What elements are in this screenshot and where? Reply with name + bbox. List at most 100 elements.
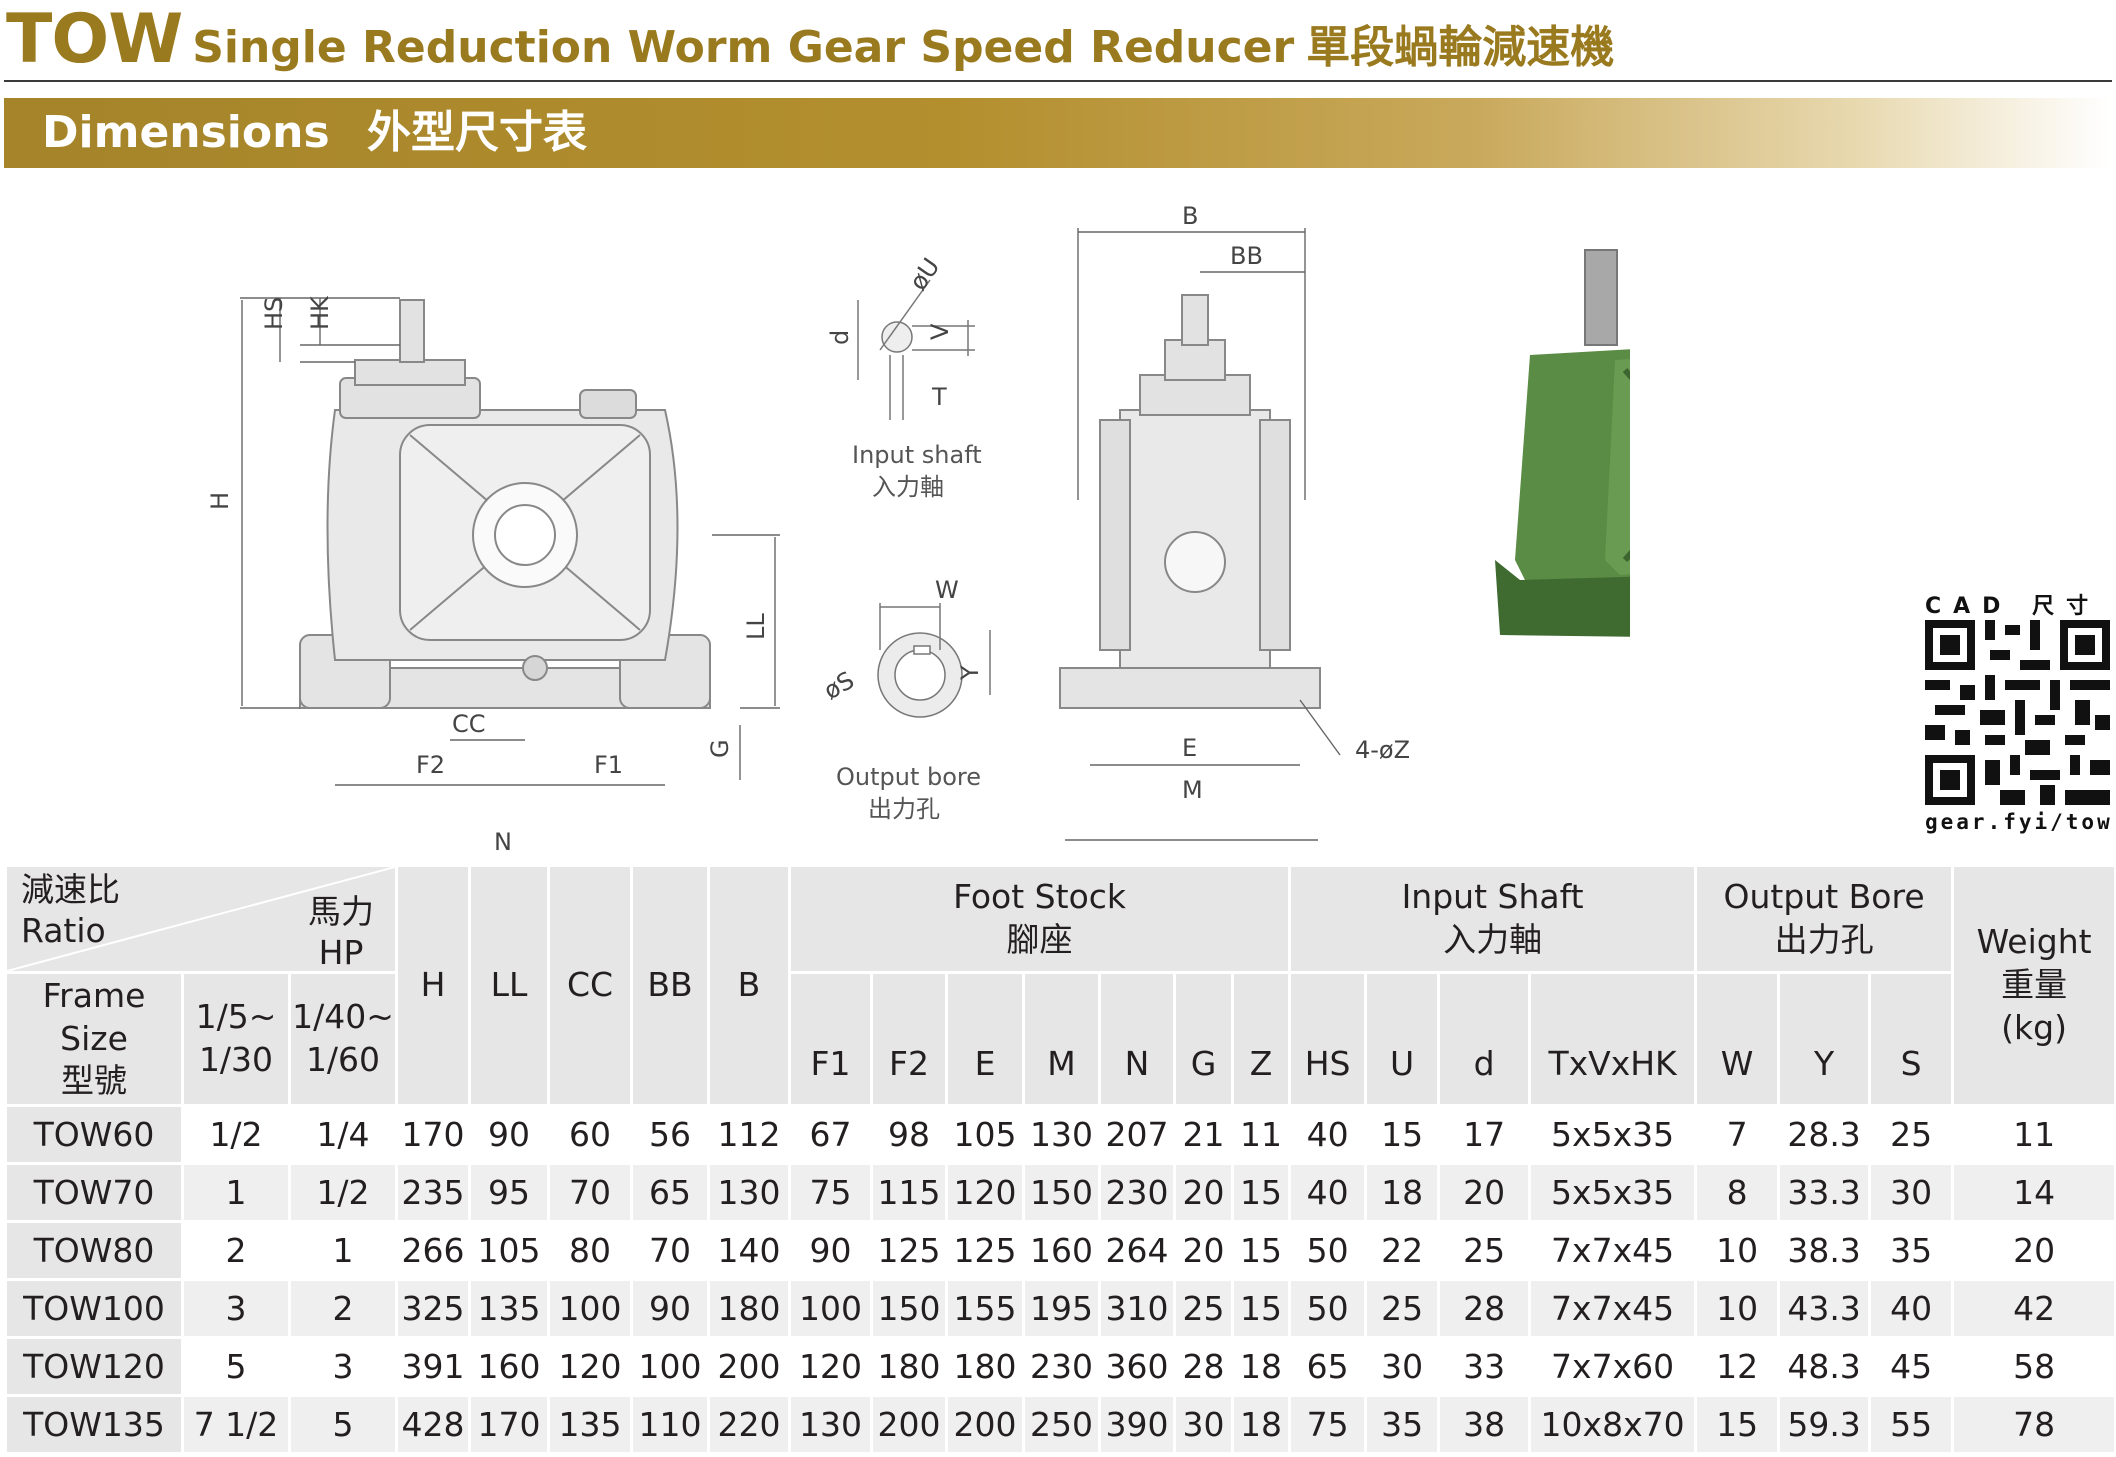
side-view-drawing: [1059, 294, 1321, 709]
output-bore-detail: [877, 603, 991, 718]
cell-bb: 110: [633, 1397, 707, 1452]
weight-en: Weight: [1976, 922, 2092, 962]
cell-f2: 115: [873, 1165, 945, 1220]
cell-hp-ratio-a: 1: [184, 1165, 288, 1220]
cell-hs: 50: [1291, 1281, 1365, 1336]
cell-hs: 65: [1291, 1339, 1365, 1394]
cell-g: 30: [1176, 1397, 1231, 1452]
cell-g: 20: [1176, 1223, 1231, 1278]
input-shaft-header: Input Shaft 入力軸: [1291, 867, 1695, 971]
cell-b: 112: [710, 1107, 788, 1162]
cell-bb: 56: [633, 1107, 707, 1162]
cell-m: 195: [1025, 1281, 1098, 1336]
cell-n: 207: [1101, 1107, 1173, 1162]
cell-ll: 160: [471, 1339, 547, 1394]
cell-d: 38: [1440, 1397, 1529, 1452]
cell-n: 264: [1101, 1223, 1173, 1278]
col-txvxhk: TxVxHK: [1531, 974, 1695, 1104]
cell-n: 310: [1101, 1281, 1173, 1336]
ratio-zh: 減速比: [21, 870, 120, 909]
cell-y: 28.3: [1780, 1107, 1869, 1162]
col-z: Z: [1234, 974, 1289, 1104]
cell-f1: 130: [791, 1397, 870, 1452]
cell-hp-ratio-b: 2: [291, 1281, 395, 1336]
cell-f2: 150: [873, 1281, 945, 1336]
cell-frame: TOW70: [7, 1165, 181, 1220]
col-s: S: [1871, 974, 1952, 1104]
col-ll: LL: [471, 867, 547, 1104]
cell-d: 25: [1440, 1223, 1529, 1278]
cell-cc: 70: [550, 1165, 630, 1220]
cell-bb: 65: [633, 1165, 707, 1220]
cell-n: 390: [1101, 1397, 1173, 1452]
qr-caption: CAD 尺寸: [1925, 594, 2101, 619]
cell-s: 30: [1871, 1165, 1952, 1220]
cell-txvxhk: 7x7x60: [1531, 1339, 1695, 1394]
dim-label-hs: HS: [260, 297, 288, 330]
cell-w: 10: [1697, 1223, 1778, 1278]
col-y: Y: [1780, 974, 1869, 1104]
col-u: U: [1367, 974, 1438, 1104]
cell-hp-ratio-a: 5: [184, 1339, 288, 1394]
cell-txvxhk: 5x5x35: [1531, 1165, 1695, 1220]
cell-cc: 100: [550, 1281, 630, 1336]
cell-frame: TOW60: [7, 1107, 181, 1162]
weight-zh: 重量: [2001, 965, 2068, 1005]
cell-f1: 90: [791, 1223, 870, 1278]
cell-e: 200: [948, 1397, 1022, 1452]
col-e: E: [948, 974, 1022, 1104]
col-h: H: [398, 867, 468, 1104]
shaft-label-t: T: [931, 383, 947, 411]
cell-d: 20: [1440, 1165, 1529, 1220]
cell-z: 15: [1234, 1223, 1289, 1278]
cell-h: 428: [398, 1397, 468, 1452]
cell-b: 130: [710, 1165, 788, 1220]
frame-zh-label: 型號: [61, 1061, 127, 1101]
cell-g: 28: [1176, 1339, 1231, 1394]
input-shaft-detail: [857, 279, 975, 420]
ratio-range-a-header: 1/5~ 1/30: [184, 974, 288, 1104]
cell-h: 266: [398, 1223, 468, 1278]
cell-hs: 75: [1291, 1397, 1365, 1452]
cell-z: 15: [1234, 1281, 1289, 1336]
hp-zh: 馬力: [308, 892, 374, 931]
cell-ll: 170: [471, 1397, 547, 1452]
dimension-drawings: HS HK H LL G CC F2 F1 N d øU V T Input s…: [206, 202, 1630, 850]
cell-s: 55: [1871, 1397, 1952, 1452]
front-view-dimension-lines: [240, 297, 780, 786]
qr-url[interactable]: gear.fyi/tow: [1925, 810, 2113, 834]
cell-hp-ratio-a: 2: [184, 1223, 288, 1278]
weight-header: Weight 重量 (kg): [1954, 867, 2115, 1104]
dim-label-hk: HK: [306, 295, 334, 330]
bore-label-s: øS: [819, 666, 859, 705]
cell-z: 18: [1234, 1397, 1289, 1452]
cell-hs: 40: [1291, 1165, 1365, 1220]
model-code: TOW: [6, 0, 183, 79]
dim-label-g: G: [706, 739, 734, 758]
cell-hs: 50: [1291, 1223, 1365, 1278]
cell-e: 125: [948, 1223, 1022, 1278]
section-title-english: Dimensions: [42, 107, 330, 158]
cell-y: 33.3: [1780, 1165, 1869, 1220]
cell-cc: 135: [550, 1397, 630, 1452]
cell-e: 155: [948, 1281, 1022, 1336]
cell-weight: 42: [1954, 1281, 2115, 1336]
cell-f1: 100: [791, 1281, 870, 1336]
cell-u: 18: [1367, 1165, 1438, 1220]
cell-h: 325: [398, 1281, 468, 1336]
cell-b: 140: [710, 1223, 788, 1278]
output-bore-zh: 出力孔: [1774, 920, 1874, 959]
cell-y: 59.3: [1780, 1397, 1869, 1452]
cell-z: 11: [1234, 1107, 1289, 1162]
cell-h: 235: [398, 1165, 468, 1220]
hp-en: HP: [318, 933, 364, 973]
front-view-drawing: [299, 299, 711, 709]
dim-label-m: M: [1182, 776, 1203, 804]
qr-code[interactable]: [1925, 620, 2110, 805]
input-shaft-zh: 入力軸: [1443, 920, 1543, 959]
reducer-product-photo: [1495, 249, 1630, 637]
cell-s: 25: [1871, 1107, 1952, 1162]
